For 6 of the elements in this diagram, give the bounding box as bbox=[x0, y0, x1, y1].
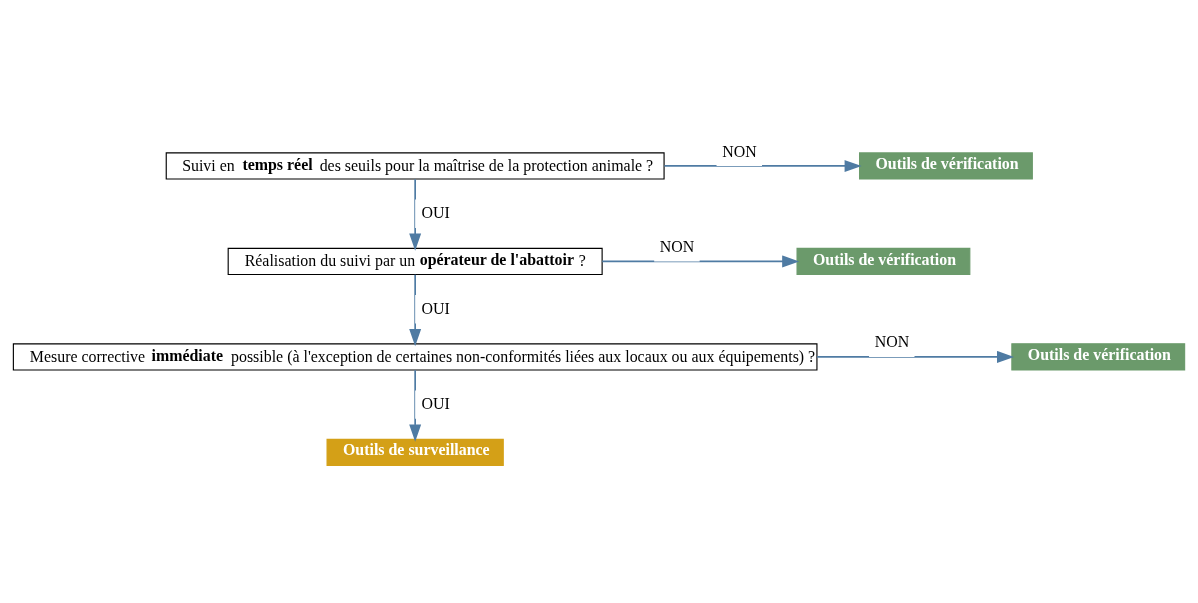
edge-label: NON bbox=[874, 333, 910, 351]
edge-label: OUI bbox=[421, 299, 450, 317]
edge-label: OUI bbox=[421, 204, 450, 222]
edge-label: OUI bbox=[421, 395, 450, 413]
edge-label: NON bbox=[659, 238, 695, 255]
edge-label: NON bbox=[722, 142, 757, 160]
